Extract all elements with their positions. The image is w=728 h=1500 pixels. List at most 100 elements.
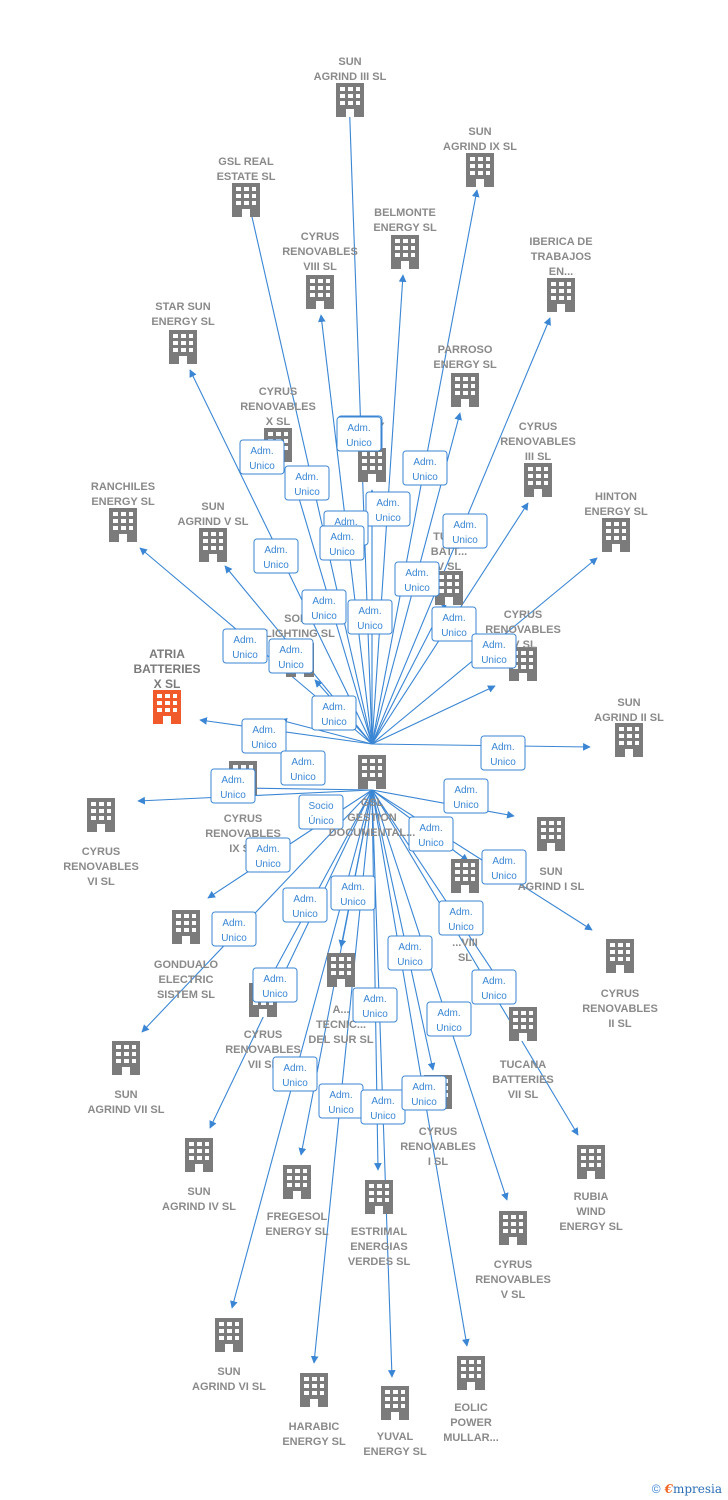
- relation-label-cyrus-iii[interactable]: Adm.Unico: [301, 589, 347, 625]
- relation-text: Unico: [294, 487, 320, 498]
- relation-label-sun-agrind-v[interactable]: Adm.Unico: [268, 638, 314, 674]
- relation-label-iberica-trabajos[interactable]: Adm.Unico: [442, 513, 488, 549]
- company-name-line: ENERGY SL: [584, 506, 648, 518]
- relation-label-ranchiles-energy[interactable]: Adm.Unico: [222, 628, 268, 664]
- relation-text: Adm.: [252, 725, 275, 736]
- company-node-iberica-trabajos[interactable]: IBERICA DETRABAJOSEN...: [529, 236, 593, 312]
- relation-label-fregesol-energy[interactable]: Adm.Unico: [330, 875, 376, 911]
- relation-text: Adm.: [334, 517, 357, 528]
- relation-label-estrimal[interactable]: Adm.Unico: [352, 987, 398, 1023]
- company-name-line: ESTRIMAL: [351, 1226, 408, 1238]
- building-icon: [199, 528, 227, 562]
- relation-label-sun-agrind-ii[interactable]: Adm.Unico: [480, 735, 526, 771]
- relation-label-cyrus-vi[interactable]: Adm.Unico: [210, 768, 256, 804]
- relation-label-cyrus-iv[interactable]: Adm.Unico: [471, 633, 517, 669]
- relation-label-tucana-batteries-v[interactable]: Adm.Unico: [347, 599, 393, 635]
- relation-label-harabic-energy[interactable]: Adm.Unico: [318, 1083, 364, 1119]
- relation-label-tucana-vii[interactable]: Adm.Unico: [438, 900, 484, 936]
- company-name-line: RENOVABLES: [282, 246, 358, 258]
- relation-box: [311, 695, 357, 731]
- relation-label-energy-sl[interactable]: Adm.Unico: [336, 416, 382, 452]
- company-name-line: GONDUALO: [154, 959, 219, 971]
- relation-label-sun-agrind-iv[interactable]: Adm.Unico: [252, 967, 298, 1003]
- company-node-eolic-power[interactable]: EOLICPOWERMULLAR...: [443, 1356, 499, 1444]
- relation-label-gondualo-electric[interactable]: Adm.Unico: [245, 837, 291, 873]
- relation-labels-layer: Adm.UnicoAdm.UnicoAdm.UnicoAdm.UnicoAdm.…: [210, 415, 527, 1125]
- company-node-tecnica-del-sur[interactable]: A...TECNIC...DEL SUR SL: [308, 953, 374, 1046]
- relation-label-cyrus-vii[interactable]: Adm.Unico: [211, 911, 257, 947]
- relation-label-parroso-energy[interactable]: Adm.Unico: [402, 450, 448, 486]
- company-name-line: SUN: [468, 126, 491, 138]
- company-name-line: RENOVABLES: [400, 1141, 476, 1153]
- relation-label-star-sun-energy[interactable]: Adm.Unico: [253, 538, 299, 574]
- relation-label-yuval-energy[interactable]: Adm.Unico: [360, 1089, 406, 1125]
- relation-label-cyrus-i[interactable]: Adm.Unico: [387, 935, 433, 971]
- company-name-line: CYRUS: [259, 386, 298, 398]
- company-name-line: RENOVABLES: [63, 861, 139, 873]
- relation-box: [443, 778, 489, 814]
- relation-label-gsl-real-estate[interactable]: Adm.Unico: [284, 465, 330, 501]
- relation-label-atria-viii[interactable]: Adm.Unico: [408, 816, 454, 852]
- relation-label-cyrus-viii[interactable]: Adm.Unico: [319, 525, 365, 561]
- building-icon: [457, 1356, 485, 1390]
- relation-label-sun-agrind-i[interactable]: Adm.Unico: [443, 778, 489, 814]
- relation-label-cyrus-ix-extra[interactable]: Adm.Unico: [311, 695, 357, 731]
- relation-label-rubia-wind[interactable]: Adm.Unico: [471, 969, 517, 1005]
- center-node[interactable]: GSLGESTIONDOCUMENTAL...: [329, 755, 416, 839]
- relation-text: Unico: [452, 535, 478, 546]
- center-name-line: GSL: [361, 797, 384, 809]
- relation-label-hinton-energy[interactable]: Adm.Unico: [394, 561, 440, 597]
- relation-label-sun-agrind-vii[interactable]: Adm.Unico: [282, 887, 328, 923]
- relation-label-eolic-power[interactable]: Adm.Unico: [401, 1075, 447, 1111]
- relation-text: Unico: [481, 991, 507, 1002]
- relation-box: [426, 1001, 472, 1037]
- building-icon: [451, 859, 479, 893]
- relation-text: Adm.: [492, 856, 515, 867]
- relation-label-cyrus-ix[interactable]: Adm.Unico: [280, 750, 326, 786]
- relation-text: Adm.: [358, 606, 381, 617]
- footer-brand[interactable]: ©€mpresia: [652, 1482, 722, 1496]
- building-icon: [509, 1007, 537, 1041]
- relation-label-sun-agrind-vi[interactable]: Adm.Unico: [272, 1056, 318, 1092]
- relation-label-cyrus-ii[interactable]: Adm.Unico: [481, 849, 527, 885]
- relation-label-cyrus-x[interactable]: Adm.Unico: [239, 439, 285, 475]
- relation-label-cyrus-v[interactable]: Adm.Unico: [426, 1001, 472, 1037]
- relation-label-sun-agrind-ix[interactable]: Adm.Unico: [365, 491, 411, 527]
- company-name-line: PARROSO: [438, 344, 493, 356]
- relation-label-solar-lighting[interactable]: Adm.Unico: [431, 606, 477, 642]
- relation-text: Unico: [411, 1097, 437, 1108]
- relation-label-atria-batteries-x[interactable]: Adm.Unico: [241, 718, 287, 754]
- relation-text: Unico: [255, 859, 281, 870]
